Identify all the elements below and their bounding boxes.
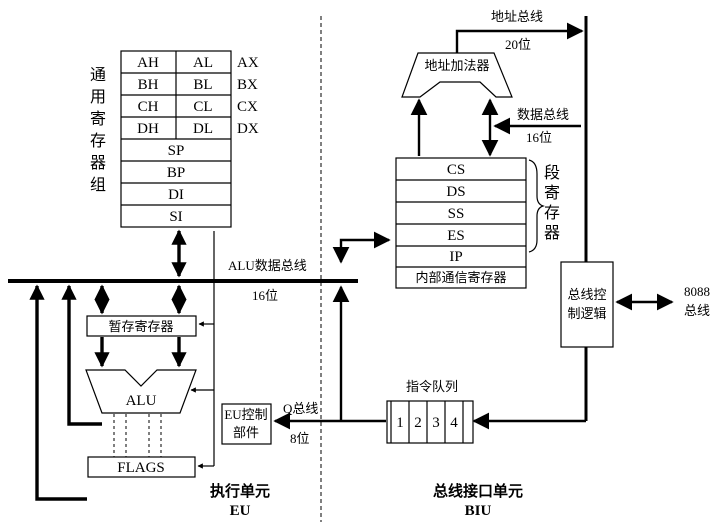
biu-caption-line1: 总线接口单元 (433, 482, 523, 500)
external-bus-line2: 总线 (684, 303, 710, 318)
register-group-char-5: 器 (90, 154, 106, 172)
alu-block (85, 369, 197, 414)
eu-caption-line2: EU (230, 503, 251, 519)
eu-control-line2: 部件 (233, 425, 259, 440)
register-es: ES (447, 228, 465, 244)
address-adder-label: 地址加法器 (424, 58, 489, 73)
segment-label-char-1: 段 (544, 164, 560, 182)
biu-caption-line2: BIU (465, 503, 492, 519)
register-group-char-3: 寄 (90, 110, 106, 128)
register-group-char-4: 存 (90, 132, 106, 150)
register-si: SI (169, 209, 182, 225)
register-ax: AX (237, 55, 259, 71)
temp-register (86, 315, 197, 337)
bus-control-logic (560, 261, 614, 348)
eu-control-line1: EU控制 (224, 407, 267, 422)
external-bus-line1: 8088 (684, 284, 710, 299)
eu-caption-line1: 执行单元 (210, 482, 270, 500)
register-ds: DS (446, 184, 465, 200)
alu-feedback-line (61, 284, 102, 426)
queue-cell-2: 2 (414, 415, 422, 431)
general-register-group: 通 用 寄 存 器 组 AH AL AX BH BL BX CH CL CX D… (90, 50, 259, 228)
register-ip: IP (449, 249, 462, 265)
eu-control-unit (221, 403, 272, 445)
address-bus-line (455, 22, 584, 53)
register-cs: CS (447, 162, 465, 178)
bus-control-line1: 总线控 (567, 287, 606, 302)
queue-cell-1: 1 (396, 415, 404, 431)
segment-label-char-2: 寄 (544, 184, 560, 202)
alu-bus-width: 16位 (252, 288, 278, 303)
bus-control-line2: 制逻辑 (567, 306, 606, 321)
instruction-queue (386, 400, 474, 444)
alu-bus-label: ALU数据总线 (228, 258, 307, 273)
address-bus-width: 20位 (505, 37, 531, 52)
register-group-char-6: 组 (90, 176, 106, 194)
queue-cell-4: 4 (450, 415, 458, 431)
register-bp: BP (167, 165, 185, 181)
q-bus-label: Q总线 (283, 401, 318, 416)
register-ss: SS (448, 206, 465, 222)
instruction-queue-label: 指令队列 (406, 379, 458, 394)
register-ah: AH (137, 55, 159, 71)
segment-brace (528, 159, 545, 253)
temp-register-label: 暂存寄存器 (108, 319, 173, 334)
register-bh: BH (138, 77, 159, 93)
register-ch: CH (138, 99, 159, 115)
address-bus-label: 地址总线 (491, 9, 543, 24)
register-sp: SP (168, 143, 185, 159)
register-dl: DL (193, 121, 213, 137)
internal-comm-register: 内部通信寄存器 (415, 270, 506, 285)
internal-bus-link (332, 231, 391, 264)
register-al: AL (193, 55, 213, 71)
register-cx: CX (237, 99, 258, 115)
register-bx: BX (237, 77, 258, 93)
segment-label-char-4: 器 (544, 224, 560, 242)
data-bus-width: 16位 (526, 130, 552, 145)
register-group-char-2: 用 (90, 89, 106, 106)
register-di: DI (168, 187, 184, 203)
register-cl: CL (193, 99, 212, 115)
register-bl: BL (193, 77, 212, 93)
segment-label-char-3: 存 (544, 204, 560, 222)
address-adder (401, 52, 513, 98)
queue-cell-3: 3 (432, 415, 440, 431)
register-dx: DX (237, 121, 259, 137)
data-bus-label: 数据总线 (517, 107, 569, 122)
register-group-char-1: 通 (90, 66, 106, 84)
register-dh: DH (137, 121, 159, 137)
flags-label: FLAGS (117, 460, 165, 476)
alu-label: ALU (126, 393, 157, 409)
flags-register (87, 456, 196, 478)
flags-feedback-line (29, 284, 87, 501)
q-bus-width: 8位 (290, 431, 310, 446)
